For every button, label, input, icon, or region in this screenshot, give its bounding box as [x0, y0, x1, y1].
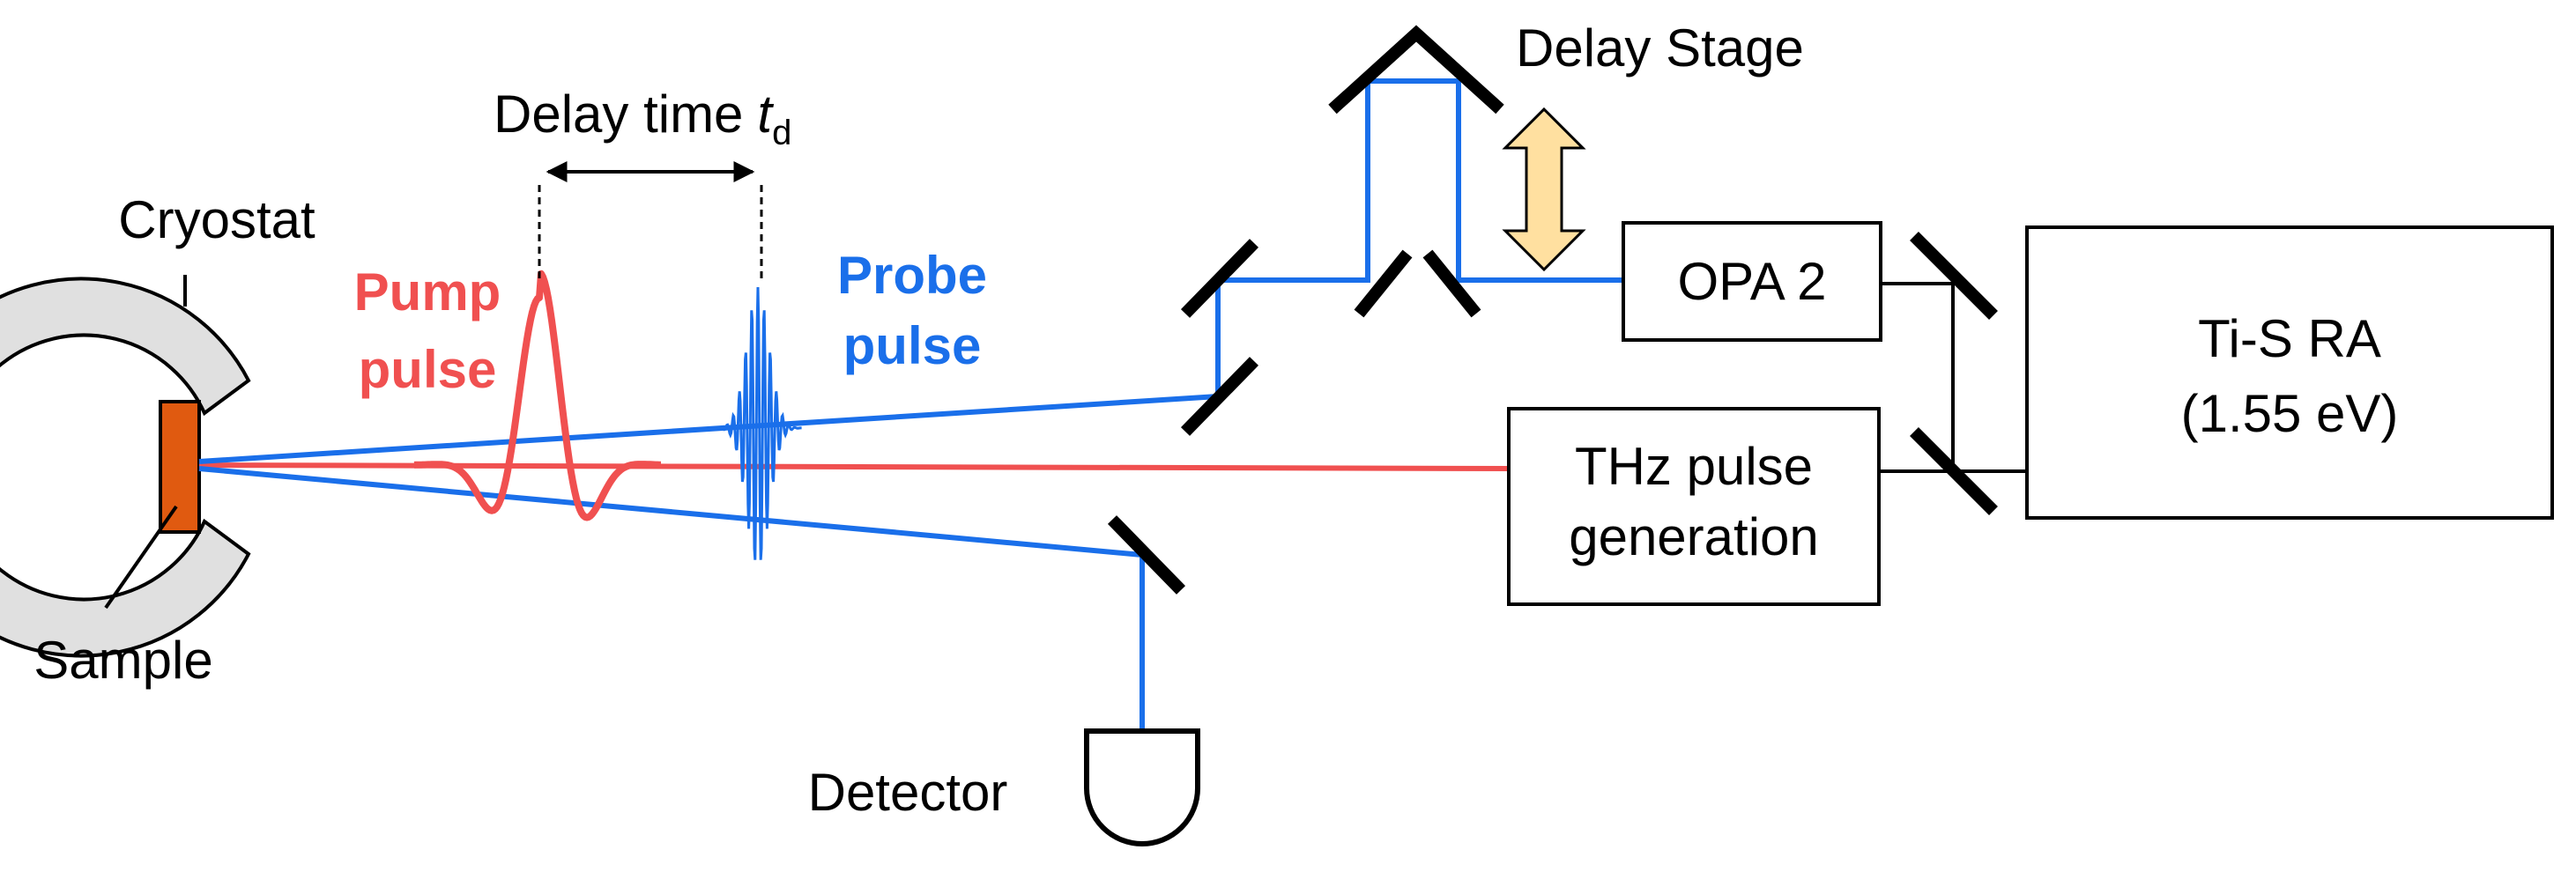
probe-upper-mirror [1180, 239, 1259, 318]
delay-time-symbol: t [757, 85, 774, 144]
detector-mirror [1107, 515, 1186, 595]
pump-pulse-label-line2: pulse [359, 340, 497, 399]
delay-time-text: Delay time [494, 85, 743, 144]
tis-label-line2: (1.55 eV) [2181, 384, 2399, 443]
probe-pulse-label-line2: pulse [843, 316, 982, 375]
cryostat-label: Cryostat [118, 190, 316, 249]
sample-label: Sample [33, 631, 212, 690]
detector-shape [1084, 728, 1200, 846]
pump-pulse-label-line1: Pump [354, 262, 501, 321]
stage-left-mirror [1354, 249, 1413, 318]
probe-pulse-waveform [705, 286, 802, 560]
thz-label-line1: THz pulse [1575, 437, 1813, 496]
sample-leader-line [104, 505, 178, 610]
probe-pulse-label-line1: Probe [837, 246, 987, 305]
tis-label-line1: Ti-S RA [2198, 309, 2381, 368]
probe-outgoing-beam [198, 466, 1143, 558]
laser-to-opa-path [1881, 282, 2027, 473]
thz-generation-box [1507, 407, 1881, 606]
delay-time-subscript: d [772, 114, 791, 152]
delay-stage-move-arrow [1502, 107, 1586, 272]
opa-box [1622, 221, 1882, 342]
detector-label: Detector [808, 763, 1008, 822]
source-upper-mirror [1910, 232, 1998, 320]
probe-lower-mirror [1180, 357, 1259, 436]
pump-beam [198, 462, 1510, 471]
sample-plate [159, 400, 201, 534]
tis-ra-box [2025, 225, 2554, 520]
thz-label-line2: generation [1569, 507, 1819, 566]
pump-pulse-waveform [412, 270, 663, 521]
cryostat-c-shape [0, 277, 251, 658]
delay-stage-retroreflector [1328, 25, 1504, 115]
opa-label: OPA 2 [1678, 252, 1827, 311]
stage-right-mirror [1422, 249, 1481, 318]
delay-stage-label: Delay Stage [1516, 18, 1804, 78]
